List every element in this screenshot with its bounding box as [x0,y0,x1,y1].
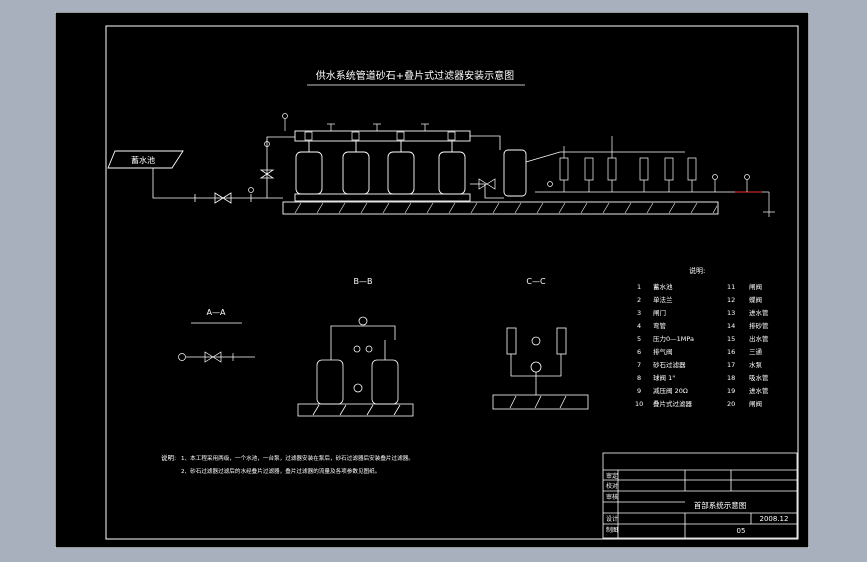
tb-row: 设计 [606,515,618,523]
legend-no: 18 [727,374,735,382]
disc-filter-bypass [470,183,504,199]
tank-label: 蓄水池 [131,155,155,165]
bottom-manifold [294,193,471,202]
legend-title: 说明: [689,266,705,275]
tb-date: 2008.12 [760,515,789,523]
legend-name: 闸阀 [749,399,762,408]
exhaust-valve-icon [282,113,429,131]
section-cc-label: C—C [526,277,546,286]
legend-name: 排砂管 [749,321,769,330]
note-line: 2、砂石过滤器过滤后的水经叠片过滤器，叠片过滤器的流量及各项参数见图纸。 [181,467,380,475]
legend-name: 单法兰 [653,295,673,304]
legend-name: 弯管 [653,321,667,330]
pressure-gauge [248,187,254,193]
legend-name: 排气阀 [653,347,673,356]
disc-filter [503,149,527,197]
bypass-valve [478,178,496,190]
drawing-sheet: 供水系统管道砂石+叠片式过滤器安装示意图 蓄水池 [55,12,809,548]
title-block-labels: 审定 校对 审核 设计 制图 [606,472,618,534]
top-manifold [294,130,471,142]
tb-row: 制图 [606,526,618,534]
legend-name: 三通 [749,347,763,356]
legend-no: 6 [637,348,641,356]
section-cc-detail [492,327,589,410]
to-disc-filter-pipe [470,135,501,150]
reservoir-tank [107,150,184,169]
legend-name: 叠片式过滤器 [653,399,693,408]
section-aa-detail [178,351,255,363]
riser-gauge [264,141,270,147]
legend-no: 4 [637,322,641,330]
legend-no: 19 [727,387,735,395]
manifold-valves [304,131,456,141]
tb-row: 校对 [606,482,618,490]
inlet-valve [214,192,224,204]
tb-drawing-name: 首部系统示意图 [694,500,747,510]
legend-no: 20 [727,400,735,408]
legend-name: 闸门 [653,308,666,317]
legend-no: 1 [637,283,641,291]
legend-no: 17 [727,361,735,369]
legend-no: 7 [637,361,641,369]
legend-no: 11 [727,283,735,291]
legend-name: 吸水管 [749,373,769,382]
sand-filter [295,141,466,195]
intake-pipe [152,168,205,199]
legend-name: 减压阀 20Ω [653,386,688,395]
legend-no: 3 [637,309,641,317]
legend-name: 砂石过滤器 [653,360,686,369]
legend-no: 16 [727,348,735,356]
outlet-end [762,191,775,217]
branch-valves [559,136,750,192]
legend-no: 2 [637,296,641,304]
notes-label: 说明: [161,453,176,462]
legend-list: 1 蓄水池 2 单法兰 3 闸门 4 弯管 5 压力0—1MPa 6 排气阀 7… [635,282,769,408]
legend-name: 蓄水池 [653,282,673,291]
legend-name: 闸阀 [749,282,762,291]
legend-no: 14 [727,322,735,330]
note-line: 1、本工程采用两级，一个水池，一台泵，过滤器安装在泵后，砂石过滤器后安装叠片过滤… [181,454,414,462]
legend-name: 球阀 1" [653,373,675,382]
outlet-pipe [525,151,685,163]
inner-frame [105,25,799,540]
ground-slab [282,201,719,215]
legend-no: 15 [727,335,735,343]
legend-no: 8 [637,374,641,382]
section-bb-label: B—B [354,277,373,286]
legend-name: 进水管 [749,308,769,317]
legend-name: 进水管 [749,386,769,395]
pump-riser [266,136,295,198]
section-bb-detail [297,316,414,417]
tb-sheet-no: 05 [737,527,746,535]
cad-viewport[interactable]: 供水系统管道砂石+叠片式过滤器安装示意图 蓄水池 [55,12,809,548]
inlet-valve-b [222,192,232,204]
drawing-title: 供水系统管道砂石+叠片式过滤器安装示意图 [316,69,514,82]
legend-name: 水泵 [749,360,763,369]
legend-name: 压力0—1MPa [653,334,694,343]
legend-name: 蝶阀 [749,295,762,304]
legend-no: 12 [727,296,735,304]
legend-name: 出水管 [749,334,769,343]
legend-no: 9 [637,387,641,395]
outlet-gauge [547,181,553,187]
ground-hatch [294,202,718,214]
legend-no: 10 [635,400,643,408]
legend-no: 5 [637,335,641,343]
tb-row: 审核 [606,493,618,501]
outer-frame [55,12,809,548]
check-valve [259,169,275,179]
section-aa-label: A—A [207,308,226,317]
title-block [602,452,798,539]
legend-no: 13 [727,309,735,317]
tb-row: 审定 [606,472,618,480]
